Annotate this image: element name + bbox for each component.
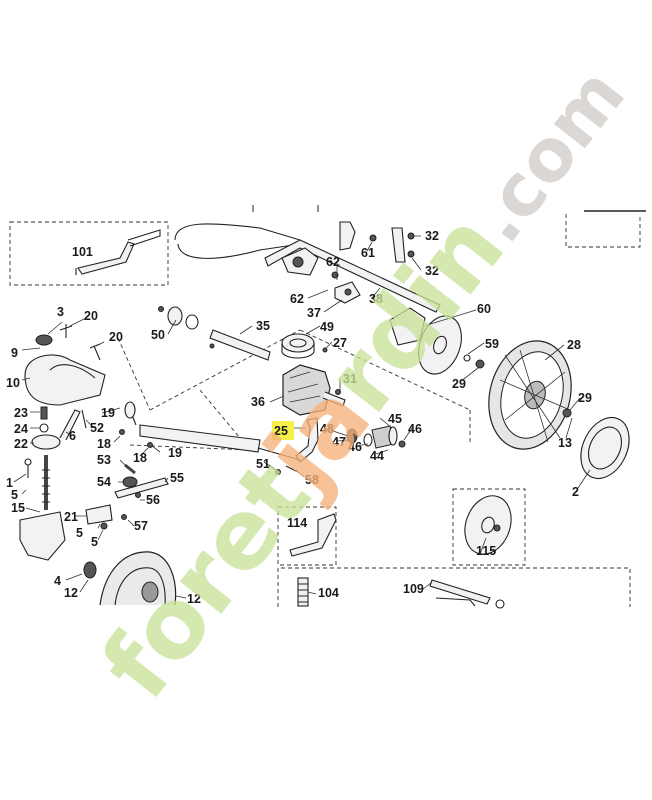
- label-101: 101: [72, 245, 93, 259]
- label-62: 62: [326, 255, 340, 269]
- label-29: 29: [452, 377, 466, 391]
- label-59: 59: [485, 337, 499, 351]
- label-12: 12: [64, 586, 78, 600]
- label-2: 2: [572, 485, 579, 499]
- label-5: 5: [11, 488, 18, 502]
- label-12: 12: [187, 592, 201, 606]
- label-55: 55: [170, 471, 184, 485]
- part-61-bracket: [339, 221, 415, 263]
- label-10: 10: [6, 376, 20, 390]
- label-46: 46: [408, 422, 422, 436]
- label-109: 109: [403, 582, 424, 596]
- part-15-front-swivel: [19, 455, 66, 561]
- label-1: 1: [6, 476, 13, 490]
- part-49-pulley: [281, 333, 328, 359]
- part-12-front-wheel: [83, 551, 177, 606]
- label-18: 18: [133, 451, 147, 465]
- label-25: 25: [274, 424, 288, 438]
- leader-lines: [13, 235, 591, 599]
- label-19: 19: [168, 446, 182, 460]
- part-35-drive-shaft: [158, 306, 271, 361]
- part-labels: 101 3 20 20 9 10 23 24 22 6 52 19 18 19 …: [6, 229, 592, 606]
- drive-belt: [174, 223, 301, 241]
- part-36-gearbox: [282, 364, 346, 416]
- label-61: 61: [361, 246, 375, 260]
- label-9: 9: [11, 346, 18, 360]
- label-50: 50: [151, 328, 165, 342]
- label-57: 57: [134, 519, 148, 533]
- label-5: 5: [76, 526, 83, 540]
- label-60: 60: [477, 302, 491, 316]
- assembly-guide-lines: [117, 329, 471, 445]
- label-47: 47: [332, 435, 346, 449]
- label-18: 18: [97, 437, 111, 451]
- dashed-box-part-114: [277, 506, 337, 566]
- label-27: 27: [333, 336, 347, 350]
- part-38-rear-axle: [264, 239, 441, 313]
- label-32: 32: [425, 264, 439, 278]
- part-55-lever: [114, 463, 169, 499]
- part-60-hubcap: [389, 307, 485, 375]
- part-45-pinion: [346, 425, 406, 449]
- label-62: 62: [290, 292, 304, 306]
- label-35: 35: [256, 319, 270, 333]
- label-3: 3: [57, 305, 64, 319]
- part-28-rear-wheel: [488, 340, 572, 450]
- highlight-part-25: [272, 421, 294, 440]
- label-45: 45: [388, 412, 402, 426]
- label-24: 24: [14, 422, 28, 436]
- label-5: 5: [91, 535, 98, 549]
- label-32: 32: [425, 229, 439, 243]
- part-10-front-pivot: [24, 324, 106, 406]
- label-6: 6: [69, 429, 76, 443]
- label-53: 53: [97, 453, 111, 467]
- label-52: 52: [90, 421, 104, 435]
- part-109-lever: [429, 579, 505, 609]
- label-29: 29: [578, 391, 592, 405]
- label-38: 38: [369, 292, 383, 306]
- label-19: 19: [101, 406, 115, 420]
- part-101-bracket: [75, 229, 161, 275]
- label-15: 15: [11, 501, 25, 515]
- label-44: 44: [370, 449, 384, 463]
- label-46: 46: [348, 440, 362, 454]
- label-56: 56: [146, 493, 160, 507]
- label-20: 20: [84, 309, 98, 323]
- part-22-spring-assembly: [31, 406, 87, 450]
- label-13: 13: [558, 436, 572, 450]
- part-21-clip: [85, 504, 127, 530]
- watermark-text-part: .com: [455, 53, 641, 258]
- dashed-box-top-right: [565, 214, 641, 248]
- label-37: 37: [307, 306, 321, 320]
- label-21: 21: [64, 510, 78, 524]
- label-28: 28: [567, 338, 581, 352]
- label-115: 115: [476, 544, 496, 558]
- label-4: 4: [54, 574, 61, 588]
- label-48: 48: [320, 422, 334, 436]
- label-22: 22: [14, 437, 28, 451]
- label-58: 58: [305, 473, 319, 487]
- label-54: 54: [97, 475, 111, 489]
- part-104-bolt: [297, 577, 309, 607]
- part-19-front-axle: [119, 401, 261, 453]
- label-31: 31: [343, 372, 357, 386]
- part-25-rod: [257, 417, 319, 463]
- label-104: 104: [318, 586, 339, 600]
- label-23: 23: [14, 406, 28, 420]
- dashed-box-part-115: [452, 488, 526, 566]
- label-49: 49: [320, 320, 334, 334]
- part-115-disc: [464, 495, 512, 555]
- part-114-bracket: [289, 513, 337, 557]
- part-2-hubcap: [580, 416, 630, 480]
- dashed-box-part-101: [9, 221, 169, 286]
- part-58-pin: [275, 465, 299, 475]
- label-20: 20: [109, 330, 123, 344]
- label-114: 114: [287, 516, 307, 530]
- label-51: 51: [256, 457, 270, 471]
- label-36: 36: [251, 395, 265, 409]
